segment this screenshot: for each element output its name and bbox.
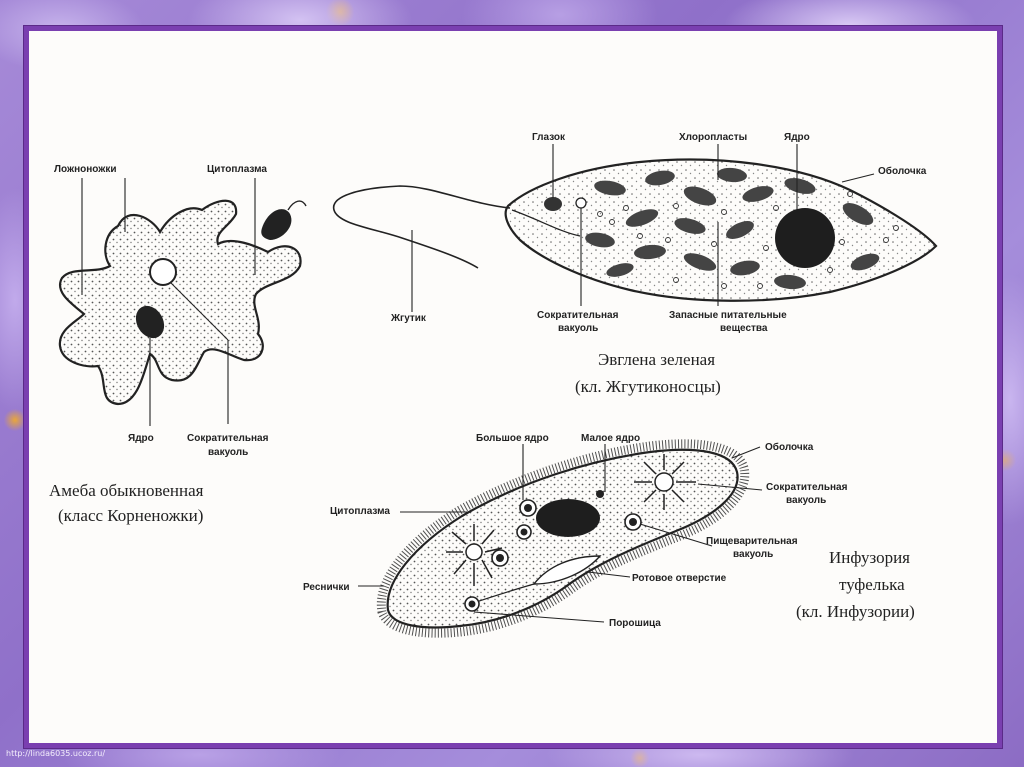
amoeba-caption-class: (класс Корненожки)	[58, 506, 203, 525]
euglena-illustration	[334, 144, 936, 312]
paramecium-digestive-vacuole-label-1: Пищеварительная	[706, 536, 798, 547]
euglena-eyespot	[544, 197, 562, 211]
amoeba-contractile-vacuole-label-1: Сократительная	[187, 433, 269, 444]
paramecium-digestive-vacuole-label-2: вакуоль	[733, 549, 773, 560]
euglena-nucleus	[775, 208, 835, 268]
euglena-reserve-label-1: Запасные питательные	[669, 310, 787, 321]
paramecium-contractile-vacuole-label-1: Сократительная	[766, 482, 848, 493]
paramecium-contractile-vacuole-label-2: вакуоль	[786, 495, 826, 506]
paramecium-caption-class: (кл. Инфузории)	[796, 602, 915, 621]
euglena-membrane-label: Оболочка	[878, 165, 927, 177]
euglena-body	[506, 160, 936, 301]
paramecium-macronucleus-label: Большое ядро	[476, 433, 549, 444]
paramecium-micronucleus	[596, 490, 604, 498]
euglena-caption-class: (кл. Жгутиконосцы)	[575, 377, 721, 396]
paramecium-cilia-label: Реснички	[303, 582, 350, 593]
euglena-contractile-vacuole-label-1: Сократительная	[537, 310, 619, 321]
paramecium-anal-pore-label: Порошица	[609, 618, 661, 629]
amoeba-nucleus-label: Ядро	[128, 433, 154, 444]
euglena-reserve-label-2: вещества	[720, 323, 768, 334]
paramecium-membrane-label: Оболочка	[765, 441, 814, 453]
source-url-footer: http://linda6035.ucoz.ru/	[6, 749, 105, 758]
euglena-chloroplasts-label: Хлоропласты	[679, 132, 747, 143]
paramecium-caption-title-2: туфелька	[839, 575, 905, 594]
paramecium-macronucleus	[536, 499, 600, 537]
amoeba-food-particle	[261, 209, 291, 240]
amoeba-contractile-vacuole	[150, 259, 176, 285]
euglena-nucleus-label: Ядро	[784, 132, 810, 143]
euglena-contractile-vacuole	[576, 198, 586, 208]
amoeba-pseudopods-label: Ложноножки	[54, 164, 117, 175]
euglena-caption-title: Эвглена зеленая	[598, 350, 715, 369]
paramecium-micronucleus-label: Малое ядро	[581, 433, 640, 444]
euglena-eyespot-label: Глазок	[532, 132, 566, 143]
paramecium-caption-title-1: Инфузория	[829, 548, 910, 567]
paramecium-cytoplasm-label: Цитоплазма	[330, 506, 390, 517]
euglena-flagellum-label: Жгутик	[390, 313, 427, 324]
paramecium-mouth-label: Ротовое отверстие	[632, 573, 727, 584]
amoeba-caption-title: Амеба обыкновенная	[49, 481, 204, 500]
amoeba-illustration	[60, 178, 306, 426]
euglena-flagellum	[334, 186, 510, 268]
amoeba-contractile-vacuole-label-2: вакуоль	[208, 447, 248, 458]
paramecium-body	[388, 450, 738, 628]
euglena-contractile-vacuole-label-2: вакуоль	[558, 323, 598, 334]
amoeba-cytoplasm-label: Цитоплазма	[207, 164, 267, 175]
paramecium-illustration	[358, 444, 762, 633]
